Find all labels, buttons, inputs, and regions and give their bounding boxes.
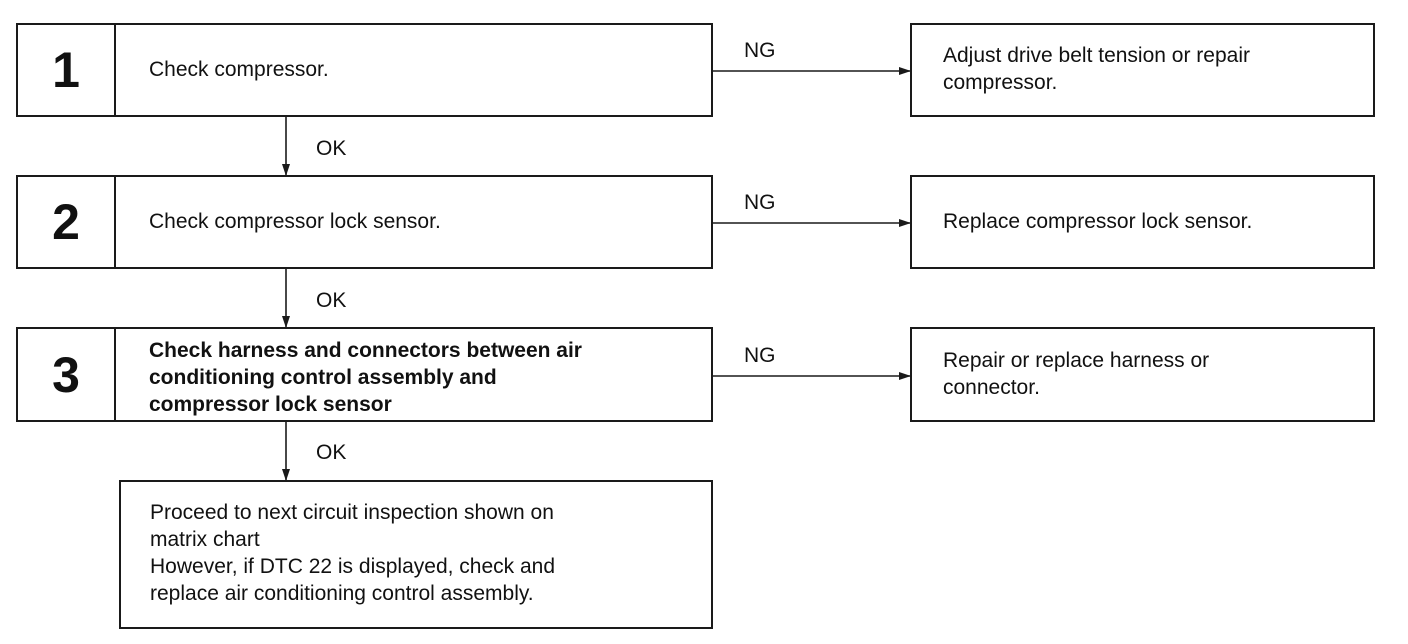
ng-label-1: NG xyxy=(744,39,776,62)
step-3-box: 3 Check harness and connectors between a… xyxy=(16,327,713,422)
step-3-text: Check harness and connectors between air… xyxy=(149,339,582,416)
step-1-box: 1 Check compressor. xyxy=(16,23,713,117)
step-3-number: 3 xyxy=(18,329,116,420)
ng-label-3: NG xyxy=(744,344,776,367)
step-1-number: 1 xyxy=(18,25,116,115)
ng-result-2-box: Replace compressor lock sensor. xyxy=(910,175,1375,269)
step-2-number: 2 xyxy=(18,177,116,267)
step-2-box: 2 Check compressor lock sensor. xyxy=(16,175,713,269)
final-instruction-box: Proceed to next circuit inspection shown… xyxy=(119,480,713,629)
ok-label-1: OK xyxy=(316,137,347,160)
step-2-text: Check compressor lock sensor. xyxy=(149,209,441,233)
ok-label-3: OK xyxy=(316,441,347,464)
step-1-text: Check compressor. xyxy=(149,57,329,81)
ng-label-2: NG xyxy=(744,191,776,214)
final-instruction-text: Proceed to next circuit inspection shown… xyxy=(150,501,556,605)
ng-result-1-box: Adjust drive belt tension or repair comp… xyxy=(910,23,1375,117)
ok-label-2: OK xyxy=(316,289,347,312)
ng-result-3-box: Repair or replace harness or connector. xyxy=(910,327,1375,422)
